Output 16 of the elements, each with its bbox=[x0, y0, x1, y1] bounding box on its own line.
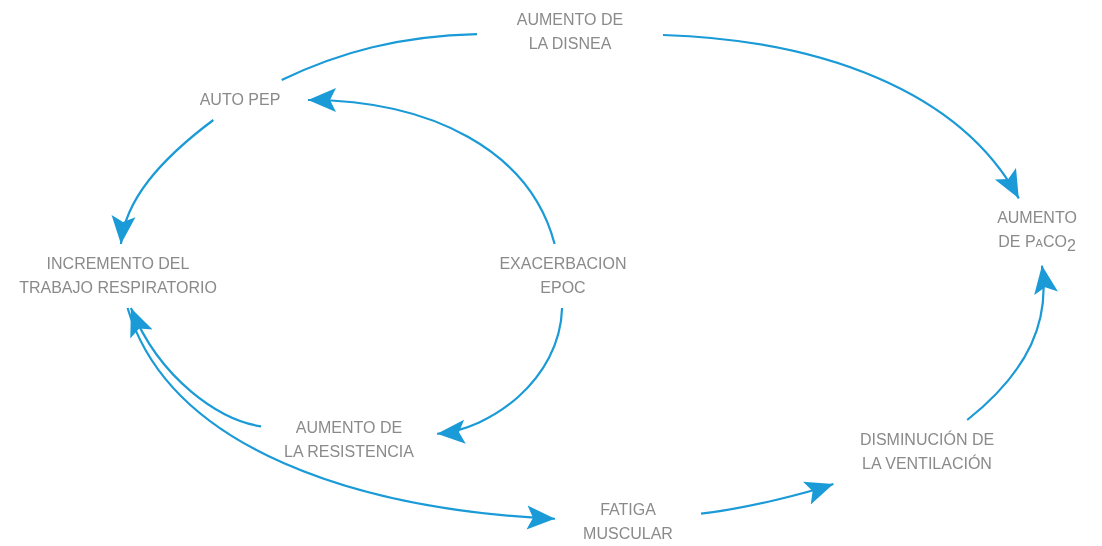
node-label: AUTO PEP bbox=[180, 88, 300, 112]
arrow bbox=[126, 307, 556, 529]
connector-line bbox=[281, 33, 478, 81]
node-label: FATIGA MUSCULAR bbox=[563, 498, 693, 546]
node-label: EXACERBACION EPOC bbox=[478, 252, 648, 300]
arrow bbox=[307, 89, 556, 245]
arrow bbox=[966, 265, 1057, 421]
arrow bbox=[129, 307, 262, 428]
arrow bbox=[662, 33, 1020, 199]
arrow bbox=[436, 307, 564, 442]
node-label: AUMENTO DE LA RESISTENCIA bbox=[269, 416, 429, 464]
node-label: INCREMENTO DEL TRABAJO RESPIRATORIO bbox=[0, 252, 238, 300]
node-label: AUMENTO DE LA DISNEA bbox=[485, 8, 655, 56]
node-label: DISMINUCIÓN DE LA VENTILACIÓN bbox=[822, 428, 1032, 476]
arrow bbox=[113, 119, 214, 245]
arrow bbox=[700, 481, 834, 515]
